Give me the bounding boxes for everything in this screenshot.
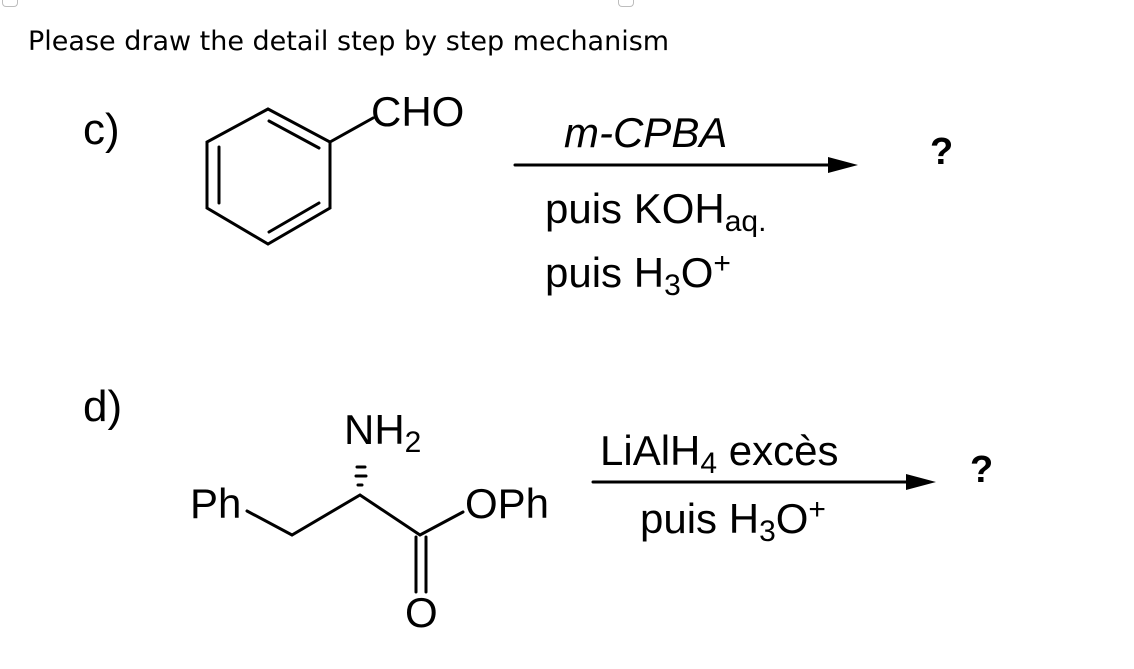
- hydronium-c-sup: +: [713, 247, 731, 280]
- window-corner-left: [2, 0, 18, 7]
- product-c-unknown: ?: [930, 131, 954, 173]
- hashed-wedge-bond: [354, 465, 368, 487]
- window-corner-right: [618, 0, 634, 7]
- reagent-lialh4: LiAlH4 excès: [600, 427, 839, 479]
- product-d-unknown: ?: [970, 449, 994, 491]
- amine-main: NH: [344, 406, 405, 453]
- amine-sub: 2: [404, 426, 422, 459]
- aldehyde-group: CHO: [371, 88, 465, 135]
- reaction-arrow-c: [513, 157, 858, 173]
- hydronium-c-tail: O: [680, 249, 714, 296]
- problem-d-label: d): [83, 382, 123, 431]
- phenyl-group: Ph: [190, 480, 242, 527]
- hydronium-d-main: puis H: [640, 495, 760, 542]
- phenoxy-group: OPh: [465, 480, 550, 527]
- reaction-arrow-d: [591, 474, 936, 490]
- hydronium-d-tail: O: [775, 495, 809, 542]
- reagent-hydronium-c: puis H3O+: [545, 249, 731, 301]
- reagent-koh-main: puis KOH: [545, 185, 725, 232]
- reagent-mcpba-text: m-CPBA: [564, 109, 728, 156]
- reagent-koh-sub: aq.: [724, 205, 767, 238]
- lialh4-tail: excès: [717, 427, 839, 474]
- problem-c-label: c): [83, 105, 120, 154]
- hydronium-c-main: puis H: [545, 249, 665, 296]
- amine-group: NH2: [344, 406, 421, 458]
- lialh4-sub: 4: [700, 447, 718, 480]
- hydronium-d-sup: +: [808, 493, 826, 526]
- benzene-ring: [205, 107, 332, 246]
- amino-ester-skeleton: [245, 493, 465, 594]
- reagent-hydronium-d: puis H3O+: [640, 495, 826, 547]
- reagent-koh: puis KOHaq.: [545, 185, 766, 237]
- instruction-text: Please draw the detail step by step mech…: [28, 26, 670, 57]
- hydronium-c-sub: 3: [664, 269, 681, 302]
- ring-to-cho-bond: [328, 116, 375, 144]
- lialh4-main: LiAlH: [600, 427, 701, 474]
- reagent-mcpba: m-CPBA: [564, 112, 727, 154]
- hydronium-d-sub: 3: [759, 515, 776, 548]
- carbonyl-oxygen: O: [405, 589, 438, 636]
